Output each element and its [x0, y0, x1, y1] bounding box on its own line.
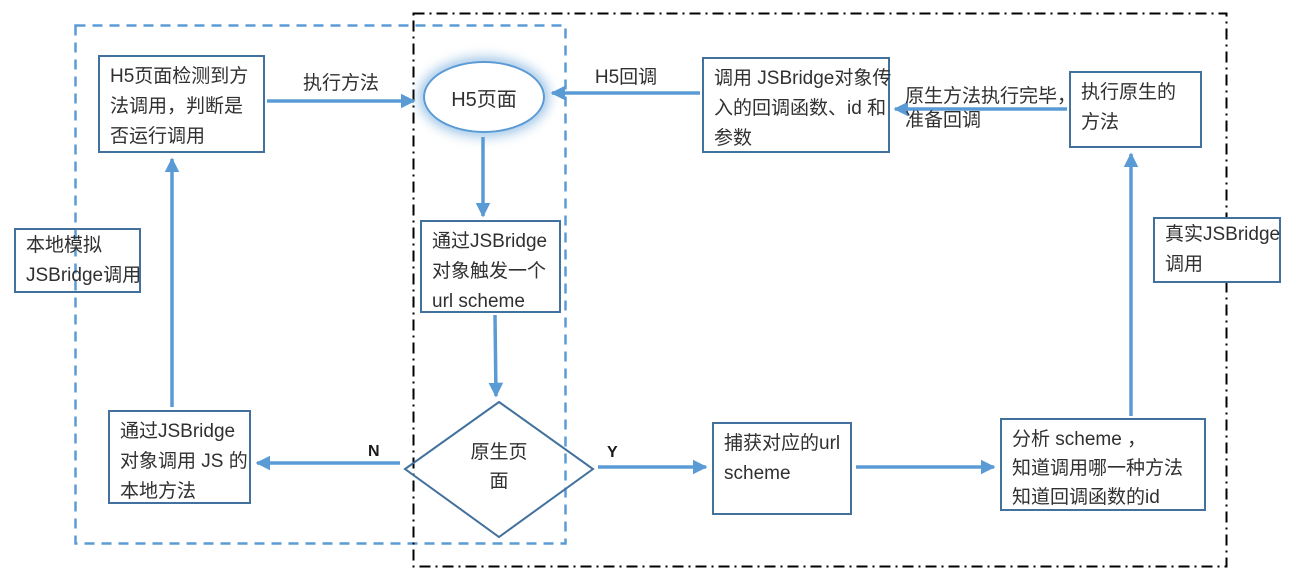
edge-label-h5-callback: H5回调	[594, 67, 658, 88]
edge-label-native-done-line1: 原生方法执行完毕，	[905, 86, 1077, 107]
branch-label-no: N	[368, 443, 380, 460]
node-analyze-scheme-line1: 分析 scheme ，	[1012, 429, 1147, 450]
arrow-trigger-to-diamond	[488, 314, 504, 398]
node-callback-invoke-line2: 入的回调函数、id 和	[714, 98, 887, 119]
node-trigger-scheme-line3: url scheme	[432, 291, 525, 312]
node-analyze-scheme-line2: 知道调用哪一种方法	[1012, 458, 1184, 479]
node-exec-native: 执行原生的 方法	[1069, 71, 1202, 148]
node-capture-scheme-line2: scheme	[724, 463, 791, 484]
node-exec-native-line2: 方法	[1081, 112, 1120, 133]
node-h5-detect: H5页面检测到方 法调用，判断是 否运行调用	[98, 55, 265, 153]
node-exec-native-line1: 执行原生的	[1081, 82, 1177, 103]
node-real-call-line2: 调用	[1165, 254, 1204, 275]
node-call-js-line2: 对象调用 JS 的	[120, 451, 248, 472]
node-h5-detect-line1: H5页面检测到方	[110, 66, 249, 87]
node-native-page-line1: 原生页	[470, 442, 528, 463]
node-call-js: 通过JSBridge 对象调用 JS 的 本地方法	[108, 410, 251, 504]
node-capture-scheme: 捕获对应的url scheme	[712, 422, 852, 515]
node-capture-scheme-line1: 捕获对应的url	[724, 433, 841, 454]
node-native-page-line2: 面	[489, 471, 509, 492]
container-native-side-dashdot	[412, 12, 1228, 568]
node-local-sim: 本地模拟 JSBridge调用	[14, 228, 141, 293]
node-trigger-scheme-line2: 对象触发一个	[432, 261, 547, 282]
node-callback-invoke: 调用 JSBridge对象传 入的回调函数、id 和 参数	[702, 57, 892, 153]
node-real-call-line1: 真实JSBridge	[1165, 224, 1281, 245]
node-h5-page-label: H5页面	[451, 88, 517, 111]
node-analyze-scheme-line3: 知道回调函数的id	[1012, 487, 1160, 508]
node-h5-detect-line3: 否运行调用	[110, 126, 206, 147]
node-h5-detect-line2: 法调用，判断是	[110, 96, 244, 117]
node-local-sim-line1: 本地模拟	[26, 235, 103, 256]
node-h5-page-ellipse: H5页面	[423, 61, 545, 133]
node-callback-invoke-line1: 调用 JSBridge对象传	[714, 68, 892, 89]
decision-native-page-diamond	[403, 400, 595, 539]
node-native-page-label: 原生页 面	[439, 438, 559, 496]
branch-label-yes: Y	[607, 444, 618, 461]
node-callback-invoke-line3: 参数	[714, 128, 753, 149]
container-web-side-dashed	[74, 24, 567, 545]
node-local-sim-line2: JSBridge调用	[26, 265, 142, 286]
node-real-call: 真实JSBridge 调用	[1153, 217, 1281, 283]
edge-label-native-done: 原生方法执行完毕， 准备回调	[905, 85, 1076, 133]
edge-label-native-done-line2: 准备回调	[905, 110, 982, 131]
node-call-js-line3: 本地方法	[120, 481, 197, 502]
node-trigger-scheme: 通过JSBridge 对象触发一个 url scheme	[420, 220, 561, 313]
node-trigger-scheme-line1: 通过JSBridge	[432, 231, 548, 252]
edge-label-exec-method: 执行方法	[302, 73, 379, 94]
node-analyze-scheme: 分析 scheme ， 知道调用哪一种方法 知道回调函数的id	[1000, 418, 1206, 511]
node-call-js-line1: 通过JSBridge	[120, 421, 236, 442]
